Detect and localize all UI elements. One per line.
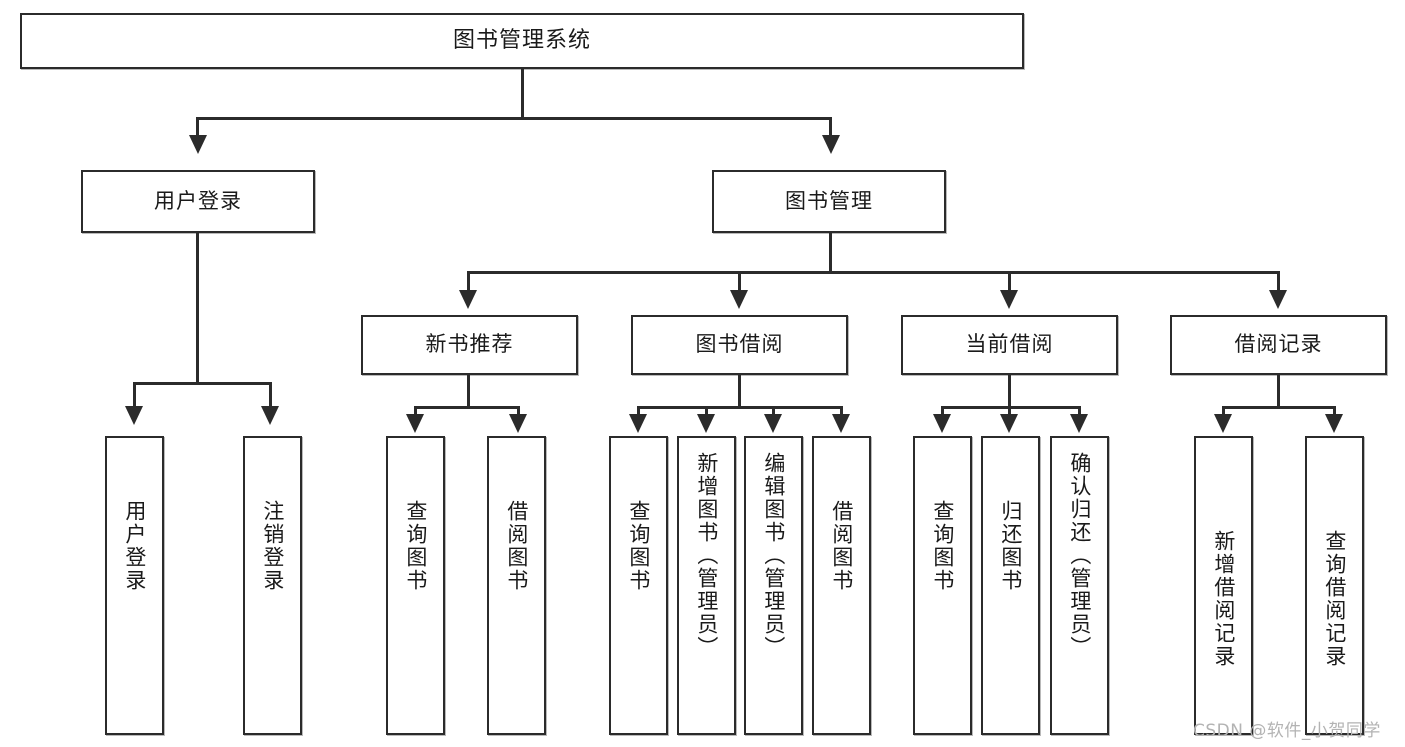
- node-label: 当前借阅: [965, 332, 1054, 357]
- arrow-to-leaf-confirm-return: [1070, 414, 1088, 433]
- connector-bookborrow-drop-1: [637, 406, 640, 418]
- arrow-to-leaf-borrow-book-1: [509, 414, 527, 433]
- connector-level2-drop-1: [467, 271, 470, 293]
- connector-newbook-drop-2: [517, 406, 520, 418]
- node-label: 用户登录: [122, 500, 147, 592]
- node-label: 查询借阅记录: [1322, 530, 1347, 668]
- leaf-add-book-admin[interactable]: 新增图书（管理员）: [677, 436, 736, 735]
- connector-root-bus: [196, 117, 832, 120]
- node-label: 归还图书: [998, 500, 1023, 592]
- node-label: 确认归还（管理员）: [1067, 452, 1092, 659]
- connector-bookborrow-drop-4: [840, 406, 843, 418]
- leaf-query-book-current[interactable]: 查询图书: [913, 436, 972, 735]
- connector-borrowrecord-bus: [1222, 406, 1336, 409]
- connector-root-drop-left: [196, 117, 199, 139]
- leaf-edit-book-admin[interactable]: 编辑图书（管理员）: [744, 436, 803, 735]
- leaf-user-login[interactable]: 用户登录: [105, 436, 164, 735]
- node-label: 查询图书: [626, 500, 651, 592]
- connector-borrowrecord-stem: [1277, 375, 1280, 408]
- connector-newbook-drop-1: [414, 406, 417, 418]
- connector-root-drop-right: [829, 117, 832, 139]
- node-label: 注销登录: [260, 500, 285, 592]
- node-current-borrow[interactable]: 当前借阅: [901, 315, 1118, 375]
- arrow-to-leaf-borrow-book-2: [832, 414, 850, 433]
- connector-user-login-drop-1: [133, 382, 136, 408]
- arrow-to-leaf-add-record: [1214, 414, 1232, 433]
- leaf-query-borrow-record[interactable]: 查询借阅记录: [1305, 436, 1364, 735]
- node-label: 新书推荐: [425, 332, 514, 357]
- leaf-confirm-return-admin[interactable]: 确认归还（管理员）: [1050, 436, 1109, 735]
- connector-borrowrecord-drop-1: [1222, 406, 1225, 418]
- arrow-to-leaf-return-book: [1000, 414, 1018, 433]
- connector-root-stem: [521, 69, 524, 119]
- connector-newbook-stem: [467, 375, 470, 408]
- node-label: 新增图书（管理员）: [694, 452, 719, 659]
- arrow-to-leaf-logout: [261, 406, 279, 425]
- node-book-manage[interactable]: 图书管理: [712, 170, 946, 233]
- connector-level2-bus: [467, 271, 1280, 274]
- connector-bookborrow-drop-2: [705, 406, 708, 418]
- arrow-to-leaf-user-login: [125, 406, 143, 425]
- node-label: 用户登录: [154, 188, 242, 213]
- connector-bookborrow-stem: [738, 375, 741, 408]
- node-label: 借阅图书: [504, 500, 529, 592]
- connector-level2-drop-4: [1277, 271, 1280, 293]
- node-label: 查询图书: [930, 500, 955, 592]
- connector-currentborrow-drop-2: [1008, 406, 1011, 418]
- connector-bookborrow-drop-3: [772, 406, 775, 418]
- node-new-book-recommend[interactable]: 新书推荐: [361, 315, 578, 375]
- node-label: 图书管理系统: [452, 27, 591, 53]
- connector-book-manage-stem: [829, 233, 832, 273]
- connector-user-login-bus: [133, 382, 272, 385]
- arrow-to-book-manage: [822, 135, 840, 154]
- leaf-borrow-book-recommend[interactable]: 借阅图书: [487, 436, 546, 735]
- node-label: 新增借阅记录: [1211, 530, 1236, 668]
- arrow-to-leaf-query-book-1: [406, 414, 424, 433]
- node-label: 编辑图书（管理员）: [761, 452, 786, 659]
- connector-user-login-drop-2: [269, 382, 272, 408]
- leaf-query-book-recommend[interactable]: 查询图书: [386, 436, 445, 735]
- connector-level2-drop-3: [1008, 271, 1011, 293]
- node-borrow-record[interactable]: 借阅记录: [1170, 315, 1387, 375]
- arrow-to-leaf-add-book: [697, 414, 715, 433]
- arrow-to-leaf-edit-book: [764, 414, 782, 433]
- node-label: 借阅记录: [1234, 332, 1323, 357]
- arrow-to-user-login: [189, 135, 207, 154]
- leaf-query-book-borrow[interactable]: 查询图书: [609, 436, 668, 735]
- arrow-to-borrow-record: [1269, 290, 1287, 309]
- arrow-to-leaf-query-record: [1325, 414, 1343, 433]
- node-root-system[interactable]: 图书管理系统: [20, 13, 1024, 69]
- connector-currentborrow-drop-3: [1078, 406, 1081, 418]
- leaf-return-book[interactable]: 归还图书: [981, 436, 1040, 735]
- connector-user-login-stem: [196, 233, 199, 384]
- connector-currentborrow-drop-1: [941, 406, 944, 418]
- connector-level2-drop-2: [738, 271, 741, 293]
- node-book-borrow[interactable]: 图书借阅: [631, 315, 848, 375]
- arrow-to-current-borrow: [1000, 290, 1018, 309]
- node-label: 图书管理: [785, 188, 873, 213]
- connector-currentborrow-stem: [1008, 375, 1011, 408]
- arrow-to-new-book: [459, 290, 477, 309]
- arrow-to-leaf-query-book-2: [629, 414, 647, 433]
- node-label: 图书借阅: [695, 332, 784, 357]
- node-label: 查询图书: [403, 500, 428, 592]
- leaf-borrow-book[interactable]: 借阅图书: [812, 436, 871, 735]
- arrow-to-leaf-query-book-3: [933, 414, 951, 433]
- leaf-logout[interactable]: 注销登录: [243, 436, 302, 735]
- connector-bookborrow-bus: [637, 406, 843, 409]
- watermark-text: CSDN @软件_小贺同学: [1193, 721, 1381, 741]
- node-user-login[interactable]: 用户登录: [81, 170, 315, 233]
- connector-borrowrecord-drop-2: [1333, 406, 1336, 418]
- arrow-to-book-borrow: [730, 290, 748, 309]
- connector-newbook-bus: [414, 406, 520, 409]
- connector-currentborrow-bus: [941, 406, 1081, 409]
- leaf-add-borrow-record[interactable]: 新增借阅记录: [1194, 436, 1253, 735]
- node-label: 借阅图书: [829, 500, 854, 592]
